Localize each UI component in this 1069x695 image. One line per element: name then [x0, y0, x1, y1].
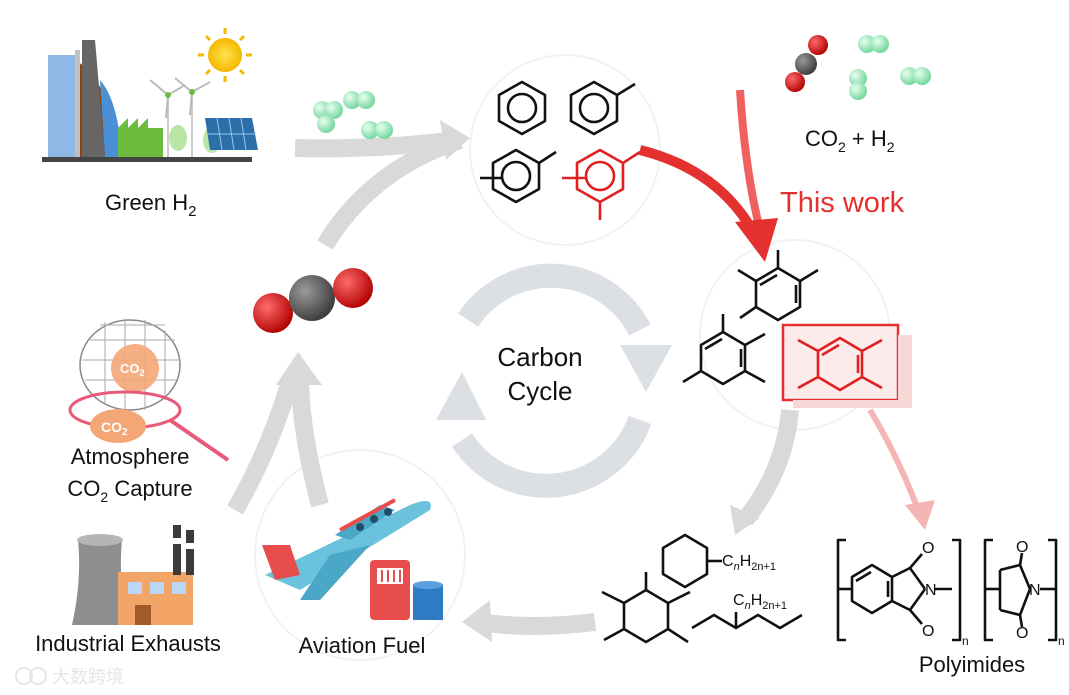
polyimide-1: [836, 538, 962, 642]
co2-molecule-big: [253, 268, 373, 333]
imide1-o-top: O: [922, 540, 934, 557]
trimethylbenzene: [682, 314, 766, 386]
atmosphere-label-1: Atmosphere: [71, 444, 190, 469]
this-work-arrowhead: [735, 218, 778, 262]
arrow-capture-to-co2: [227, 372, 301, 515]
h2-molecules-left: [313, 91, 393, 139]
xylene: [480, 148, 557, 204]
arrow-aviation-to-co2: [291, 374, 329, 508]
mesitylene-red: [562, 148, 641, 220]
imide2-o-bottom: O: [1016, 625, 1028, 642]
bg-circle-left: [254, 449, 466, 661]
green-h2-illustration: [42, 28, 258, 162]
durene-red: [797, 336, 883, 392]
arrow-co2-to-aromatics: [317, 131, 463, 250]
net-co2-upper: CO2: [120, 361, 145, 378]
imide1-sub: n: [962, 634, 969, 648]
green-h2-label: Green H2: [105, 190, 197, 220]
cyclohexane-alkyl: [661, 533, 722, 589]
carbon-cycle-ring: [451, 263, 652, 498]
cycle-arrowheads: [276, 120, 760, 642]
watermark: 大数跨境: [15, 667, 124, 688]
imide1-n: N: [925, 582, 937, 599]
imide2-sub: n: [1058, 634, 1065, 648]
tetramethylbenzene: [737, 250, 819, 322]
industrial-exhausts-label: Industrial Exhausts: [35, 631, 221, 656]
carbon-cycle-label-2: Cycle: [507, 376, 572, 406]
imide1-o-bottom: O: [922, 623, 934, 640]
this-work-label: This work: [780, 187, 905, 219]
carbon-cycle-label-1: Carbon: [497, 342, 582, 372]
airplane-icon: [262, 498, 431, 600]
arrow-fuel-to-aviation: [478, 613, 597, 635]
toluene: [569, 80, 636, 136]
imide2-o-top: O: [1016, 539, 1028, 556]
co2-capture-net-icon: CO2 CO2: [68, 319, 230, 462]
atmosphere-label-2: CO2 Capture: [67, 476, 192, 505]
aviation-fuel-label: Aviation Fuel: [299, 633, 426, 658]
net-co2-lower: CO2: [101, 419, 128, 438]
benzene: [497, 80, 547, 136]
arrow-methylbenzenes-to-fuel: [737, 409, 799, 526]
co2-h2-label: CO2 + H2: [805, 126, 895, 155]
branched-alkane: [691, 612, 803, 630]
fuel-pump-icon: [370, 560, 443, 620]
imide2-n: N: [1029, 582, 1041, 599]
carbon-cycle-ring-heads: [436, 345, 672, 420]
alkyl-label-2: CnH2n+1: [733, 592, 787, 612]
co2-h2-molecules: [785, 35, 931, 100]
alkyl-label-1: CnH2n+1: [722, 553, 776, 573]
tetramethylcyclohexane: [601, 572, 691, 644]
this-work-arrow: [638, 145, 760, 238]
arrow-to-polyimides: [867, 408, 923, 517]
polyimide-2: [983, 538, 1058, 642]
watermark-text: 大数跨境: [52, 667, 124, 688]
polyimides-label: Polyimides: [919, 652, 1025, 677]
bg-circle-top: [469, 54, 661, 246]
sun-icon: [198, 28, 252, 82]
factory-icon: [72, 525, 194, 625]
